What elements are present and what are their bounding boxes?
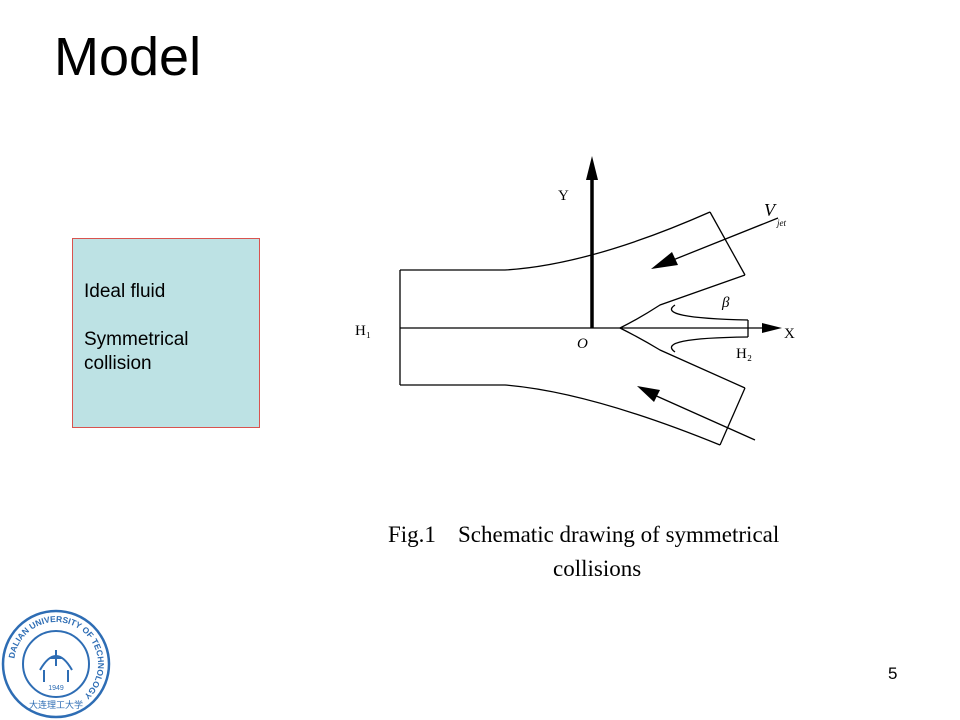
label-h1: H₁ — [355, 323, 371, 339]
outgoing-jet-lower — [670, 336, 749, 353]
notes-box: Ideal fluid Symmetrical collision — [72, 238, 260, 428]
caption-line-1: Schematic drawing of symmetrical — [458, 522, 780, 547]
lower-jet-inner — [619, 327, 746, 389]
caption-figure-number: Fig.1 — [388, 522, 436, 547]
v-jet-arrow-line — [667, 217, 779, 263]
label-v: V — [764, 200, 777, 220]
v-jet-arrow-head — [651, 252, 678, 269]
y-axis-arrow — [586, 156, 598, 180]
lower-flow-arrow-head — [637, 386, 660, 402]
outgoing-jet-upper — [670, 304, 749, 321]
logo-chinese: 大连理工大学 — [29, 699, 83, 711]
note-symmetrical-collision: Symmetrical collision — [84, 329, 189, 374]
slide-title: Model — [54, 27, 202, 87]
jet-collision-diagram: Y V jet β H₁ O X H₂ — [355, 156, 795, 446]
figure-caption: Fig.1 Schematic drawing of symmetrical co… — [388, 518, 848, 586]
lower-flow-arrow-line — [651, 393, 756, 441]
caption-line-2: collisions — [553, 556, 642, 581]
university-logo: DALIAN UNIVERSITY OF TECHNOLOGY 1949 大连理… — [1, 609, 111, 719]
logo-emblem-icon — [39, 650, 73, 682]
logo-year: 1949 — [48, 685, 64, 692]
channel-lower-wall — [400, 384, 721, 446]
lower-jet-end — [719, 387, 746, 446]
note-ideal-fluid: Ideal fluid — [84, 281, 166, 302]
upper-jet-inner — [619, 274, 746, 329]
label-o: O — [577, 336, 588, 352]
label-beta: β — [721, 295, 730, 311]
upper-jet-end — [709, 211, 746, 276]
label-v-sub: jet — [776, 218, 786, 228]
page-number: 5 — [888, 664, 898, 683]
x-axis-arrow — [762, 323, 782, 333]
label-h2: H₂ — [736, 346, 752, 362]
label-x: X — [784, 326, 795, 342]
label-y: Y — [558, 188, 569, 204]
